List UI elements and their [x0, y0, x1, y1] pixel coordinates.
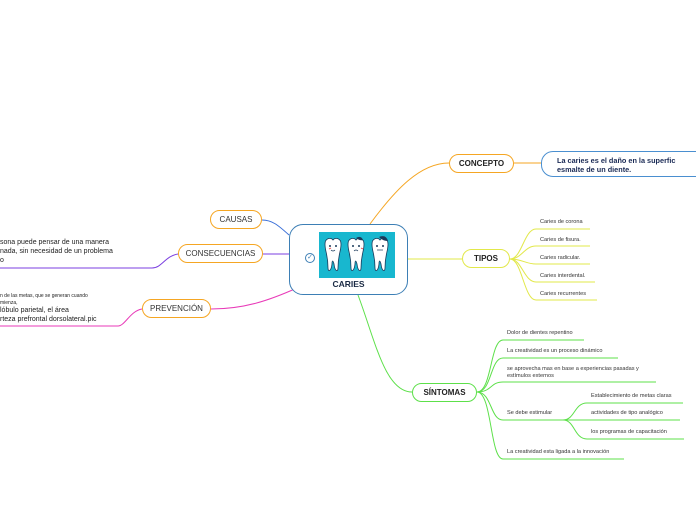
link-causas: [261, 219, 290, 236]
prevencion-text-line: rteza prefrontal dorsolateral.pic: [0, 316, 97, 323]
central-title: CARIES: [332, 279, 365, 289]
prevencion-text-line: lóbulo parietal, el área: [0, 307, 69, 314]
topic-causas-label: CAUSAS: [219, 215, 253, 224]
consecuencias-text-line: sona puede pensar de una manera: [0, 239, 109, 246]
tipo-item[interactable]: Caries de fisura.: [540, 237, 581, 243]
teeth-illustration: [319, 232, 395, 278]
sintoma-item-line-1: se aprovecha mas en base a experiencias …: [507, 366, 639, 372]
link-sintomas: [357, 294, 413, 393]
link-prevencion: [210, 287, 298, 310]
tipo-item[interactable]: Caries recurrentes: [540, 291, 587, 297]
sintoma-sub-item[interactable]: actividades de tipo analógico: [591, 410, 663, 416]
link-prevencion-text: [117, 308, 143, 327]
sintoma-item[interactable]: se aprovecha mas en base a experiencias …: [507, 366, 639, 380]
sintoma-sub-item[interactable]: los programas de capacitación: [591, 429, 667, 435]
consecuencias-text-line: o: [0, 257, 4, 264]
sintoma-item-line-2: estímulos externos: [507, 373, 554, 379]
topic-prevencion-label: PREVENCIÓN: [150, 304, 203, 313]
sintoma-item[interactable]: Se debe estimular: [507, 410, 553, 416]
topic-tipos-label: TIPOS: [473, 254, 498, 263]
sintoma-item[interactable]: La creatividad esta ligada a la innovaci…: [507, 449, 610, 455]
consecuencias-text[interactable]: sona puede pensar de una manera nada, si…: [0, 238, 113, 265]
sintoma-item[interactable]: La creatividad es un proceso dinámico: [507, 348, 603, 354]
tipo-item[interactable]: Caries radicular.: [540, 255, 581, 261]
central-topic-caries[interactable]: ✓ CARIES: [289, 224, 408, 295]
topic-concepto[interactable]: CONCEPTO: [449, 154, 514, 173]
topic-sintomas[interactable]: SÍNTOMAS: [412, 383, 477, 402]
check-circle-icon[interactable]: ✓: [305, 253, 315, 263]
topic-consecuencias[interactable]: CONSECUENCIAS: [178, 244, 263, 263]
prevencion-text[interactable]: n de las metas, que se generan cuando mi…: [0, 293, 97, 324]
topic-concepto-label: CONCEPTO: [458, 159, 505, 168]
concept-text-line-2: esmalte de un diente.: [557, 165, 632, 174]
topic-causas[interactable]: CAUSAS: [210, 210, 262, 229]
link-concepto: [369, 162, 450, 225]
concept-text-line-1: La caries es el daño en la superfic: [557, 156, 676, 165]
sintomas-branches: [476, 339, 684, 460]
consecuencias-text-line: nada, sin necesidad de un problema: [0, 248, 113, 255]
prevencion-small-line: mienza,: [0, 299, 18, 306]
tipo-item[interactable]: Caries de corona: [540, 219, 583, 225]
sintoma-item[interactable]: Dolor de dientes repentino: [507, 330, 573, 336]
tipos-branches: [509, 228, 597, 301]
tipo-item[interactable]: Caries interdental.: [540, 273, 586, 279]
prevencion-small-line: n de las metas, que se generan cuando: [0, 293, 88, 299]
topic-consecuencias-label: CONSECUENCIAS: [185, 249, 256, 258]
concept-definition[interactable]: La caries es el daño en la superfic esma…: [541, 151, 696, 177]
topic-prevencion[interactable]: PREVENCIÓN: [142, 299, 211, 318]
topic-sintomas-label: SÍNTOMAS: [423, 388, 466, 397]
topic-tipos[interactable]: TIPOS: [462, 249, 510, 268]
sintoma-sub-item[interactable]: Establecimiento de metas claras: [591, 393, 672, 399]
link-consecuencias-text: [151, 253, 179, 269]
